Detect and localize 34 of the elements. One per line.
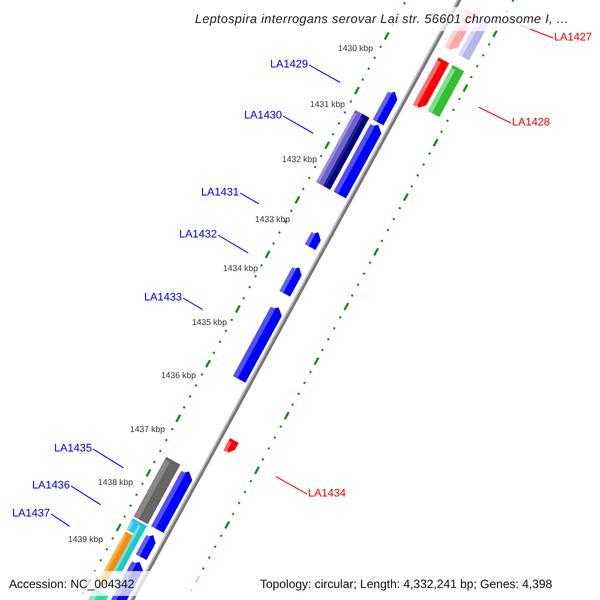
leader-line bbox=[478, 106, 512, 124]
leader-line bbox=[70, 486, 102, 506]
gene-label: LA1435 bbox=[54, 442, 92, 456]
gene-label: LA1430 bbox=[244, 110, 282, 122]
leader-line bbox=[92, 448, 124, 468]
gene-label: LA1431 bbox=[201, 186, 239, 200]
map-info-text: Accession: NC_004342 bbox=[9, 576, 134, 590]
tick-label: 1434 kbp bbox=[223, 263, 258, 273]
tick-label: 1432 kbp bbox=[282, 154, 317, 164]
map-title: Leptospira interrogans serovar Lai str. 56601 chromosome I, ... bbox=[195, 12, 569, 26]
map-info-text: Topology: circular; Length: 4,332,241 bp; Genes: 4,398 bbox=[260, 576, 552, 590]
leader-line bbox=[50, 514, 70, 527]
tick-label: 1430 kbp bbox=[338, 43, 373, 53]
leader-line bbox=[240, 192, 260, 204]
tick-label: 1437 kbp bbox=[130, 424, 165, 434]
tick-label: 1433 kbp bbox=[255, 214, 290, 224]
leader-line bbox=[282, 116, 314, 134]
gene-label: LA1428 bbox=[512, 116, 550, 130]
gene-label: LA1437 bbox=[12, 508, 50, 520]
gene-label: LA1436 bbox=[32, 480, 70, 492]
gene-label: LA1427 bbox=[554, 32, 592, 44]
gene-label: LA1429 bbox=[270, 58, 308, 72]
leader-line bbox=[276, 476, 308, 494]
gene-label: LA1433 bbox=[144, 292, 182, 304]
gene-label: LA1434 bbox=[308, 488, 346, 500]
leader-line bbox=[182, 298, 203, 310]
leader-line bbox=[218, 234, 249, 254]
tick-label: 1435 kbp bbox=[192, 317, 227, 327]
tick-label: 1436 kbp bbox=[161, 370, 196, 380]
leader-line bbox=[308, 64, 340, 83]
tick-label: 1431 kbp bbox=[310, 99, 345, 109]
gene-label: LA1432 bbox=[179, 228, 217, 242]
tick-label: 1438 kbp bbox=[98, 477, 133, 487]
tick-label: 1439 kbp bbox=[68, 534, 103, 544]
